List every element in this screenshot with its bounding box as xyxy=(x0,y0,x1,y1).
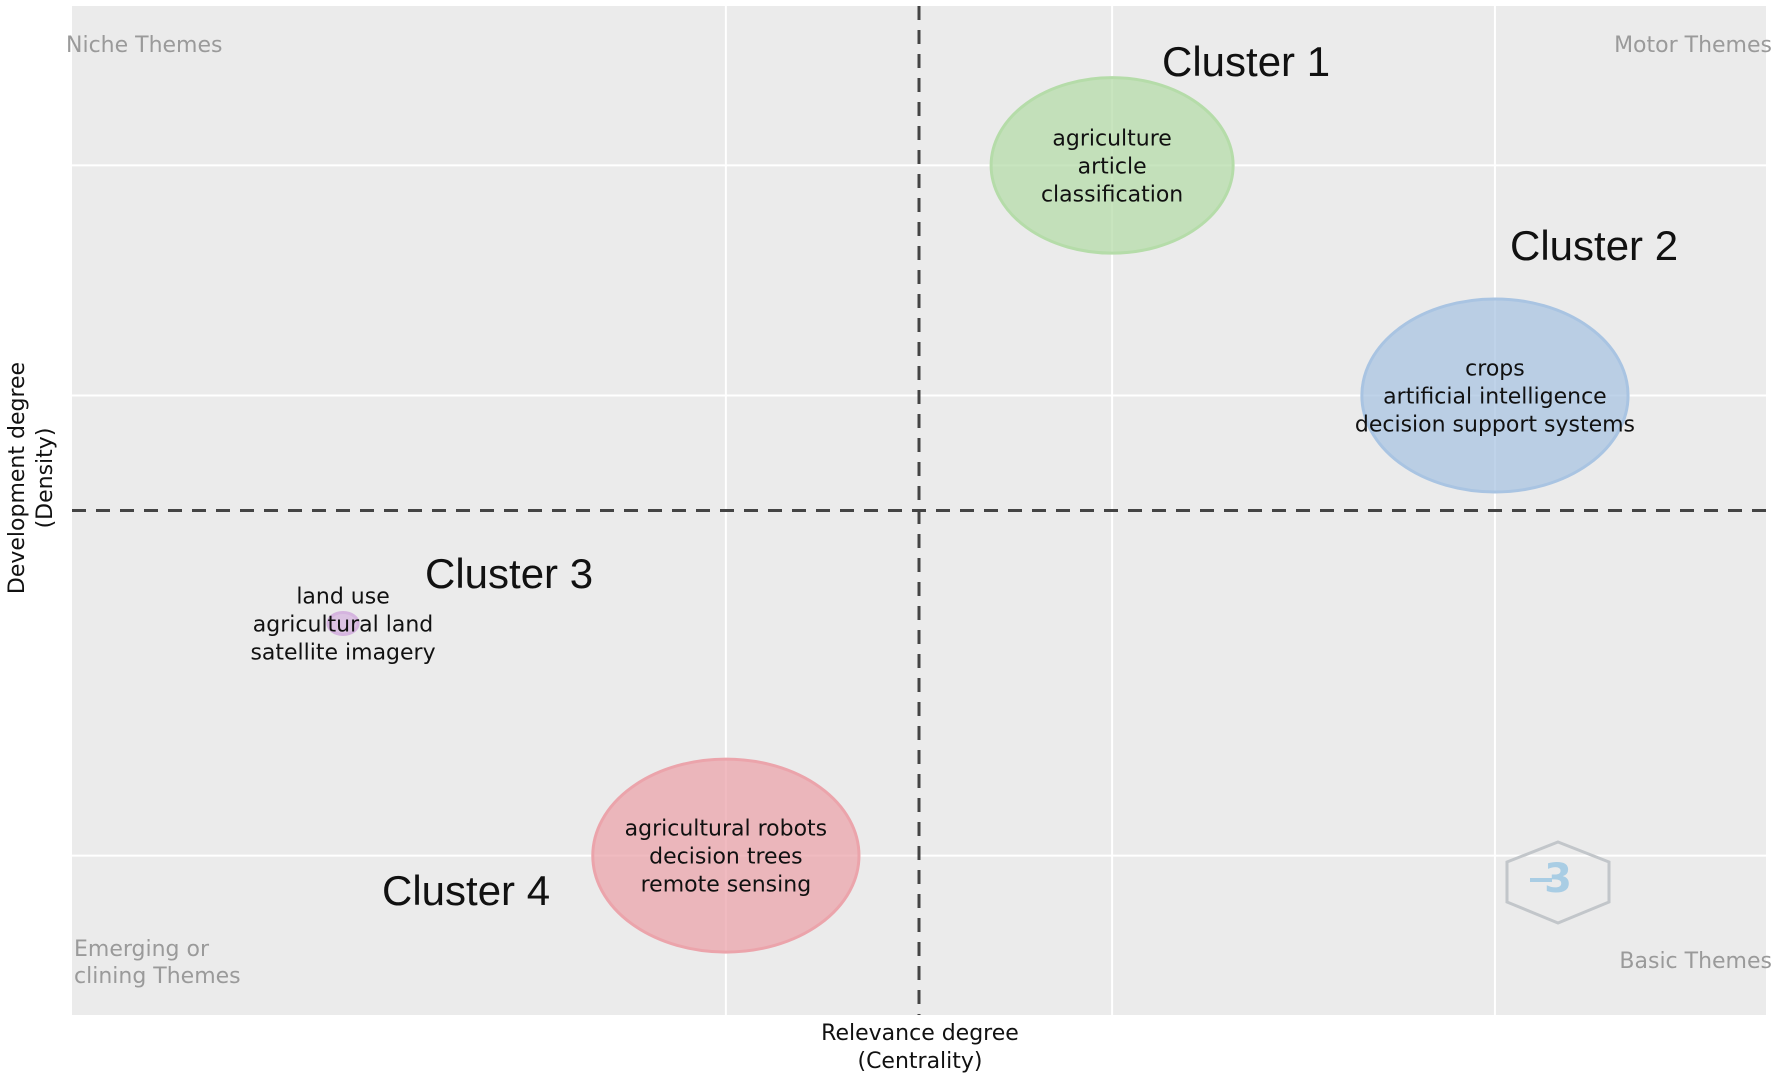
quadrant-label-top-left: Niche Themes xyxy=(66,33,222,58)
point-label-4-3: remote sensing xyxy=(641,873,812,898)
bubble-1 xyxy=(989,76,1235,255)
point-label-3-2: agricultural land xyxy=(253,613,433,638)
y-axis-label-line-1: Development degree xyxy=(5,361,30,595)
quadrant-dividers xyxy=(72,6,1766,1015)
quadrant-label-top-right: Motor Themes xyxy=(1614,33,1772,58)
quadrant-label-bottom-right: Basic Themes xyxy=(1619,949,1772,974)
cluster-label-4: Cluster 4 xyxy=(382,867,550,914)
point-label-1-3: classification xyxy=(1041,182,1183,207)
point-label-2-3: decision support systems xyxy=(1355,412,1635,437)
bubble-3 xyxy=(326,611,360,636)
quadrant-label-bottom-left: Emerging or xyxy=(74,937,210,962)
bubble-2 xyxy=(1360,297,1630,494)
point-label-2-1: crops xyxy=(1465,356,1525,381)
bubbles-layer xyxy=(326,76,1630,954)
y-axis-label: Development degree (Density) xyxy=(4,328,60,628)
point-label-1-1: agriculture xyxy=(1052,126,1171,151)
point-label-2-2: artificial intelligence xyxy=(1383,384,1607,409)
bubble-4 xyxy=(591,757,861,954)
bibliometrix-logo-icon: 3 xyxy=(1505,840,1611,925)
cluster-label-1: Cluster 1 xyxy=(1162,38,1330,85)
x-axis-label-line-1: Relevance degree xyxy=(821,1021,1019,1046)
cluster-labels-layer: Cluster 1 Cluster 2 Cluster 3 Cluster 4 xyxy=(382,38,1678,914)
point-label-3-3: satellite imagery xyxy=(250,641,435,666)
x-axis-label-line-2: (Centrality) xyxy=(857,1049,983,1074)
point-label-1-2: article xyxy=(1078,154,1147,179)
cluster-label-3: Cluster 3 xyxy=(425,550,593,597)
point-label-4-2: decision trees xyxy=(649,845,802,870)
cluster-label-2: Cluster 2 xyxy=(1510,222,1678,269)
point-labels-layer: agriculture article classification crops art… xyxy=(250,126,1635,897)
y-axis-label-line-2: (Density) xyxy=(33,427,58,529)
point-label-3-1: land use xyxy=(296,585,389,610)
quadrant-label-bottom-left: clining Themes xyxy=(74,964,241,989)
point-label-4-1: agricultural robots xyxy=(625,817,828,842)
x-axis-label: Relevance degree (Centrality) xyxy=(770,1020,1070,1076)
